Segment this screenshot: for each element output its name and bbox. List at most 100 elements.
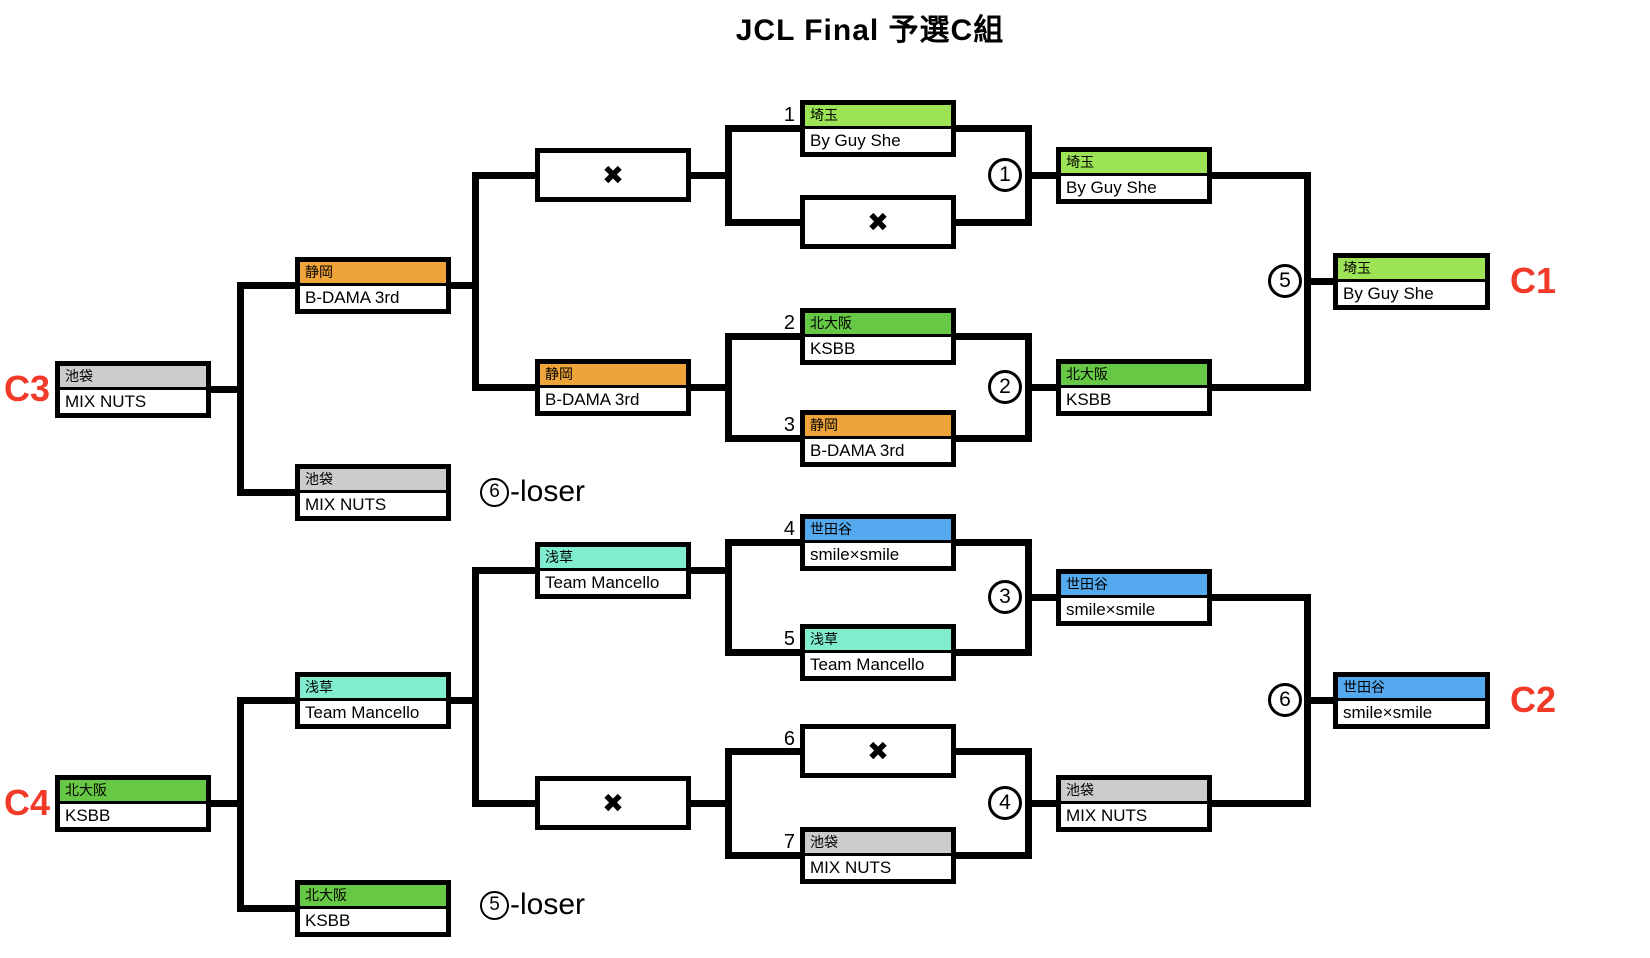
cross-icon: ✖ (867, 735, 889, 766)
team-name: KSBB (810, 339, 856, 358)
bye-box-mid-top: ✖ (535, 148, 691, 202)
team-region: 埼玉 (805, 105, 951, 129)
bracket-line (956, 748, 1032, 755)
team-region: 静岡 (300, 262, 446, 286)
team-region: 北大阪 (60, 780, 206, 804)
team-region: 北大阪 (805, 313, 951, 337)
team-name: MIX NUTS (810, 858, 892, 877)
bracket-line (1025, 384, 1056, 391)
bracket-line (472, 567, 479, 807)
bracket-line (690, 567, 732, 574)
bracket-line (472, 800, 535, 807)
bracket-line (725, 333, 732, 442)
cross-icon: ✖ (602, 159, 624, 190)
circled-number-icon: 6 (480, 477, 509, 507)
team-name: B-DAMA 3rd (545, 390, 640, 409)
team-region: 静岡 (540, 364, 686, 388)
seed-c4-box: 北大阪 KSBB (55, 775, 211, 832)
bracket-line (725, 219, 800, 226)
bye-box-mid-bottom: ✖ (535, 776, 691, 830)
result-label-c2: C2 (1510, 679, 1557, 720)
team-name: KSBB (65, 806, 111, 825)
loser-label-bottom: 5-loser (480, 888, 585, 922)
bracket-line (472, 172, 535, 179)
slot7-ikebukuro-box: 池袋 MIX NUTS (800, 827, 956, 884)
loser-text: -loser (510, 888, 586, 921)
team-region: 静岡 (805, 415, 951, 439)
match-number-1: 1 (783, 104, 795, 126)
bracket-line (1212, 384, 1307, 391)
team-name: By Guy She (1066, 178, 1157, 197)
team-name: B-DAMA 3rd (305, 288, 400, 307)
seed-c3-box: 池袋 MIX NUTS (55, 361, 211, 418)
bracket-line (1304, 697, 1333, 704)
team-name: smile×smile (810, 545, 900, 564)
bracket-line (237, 282, 244, 496)
team-name: smile×smile (1066, 600, 1156, 619)
bracket-line (725, 125, 800, 132)
bracket-line (472, 172, 479, 391)
team-region: 埼玉 (1061, 152, 1207, 176)
bracket-line (207, 386, 243, 393)
match-number-2: 2 (783, 312, 795, 334)
bracket-line (956, 539, 1032, 546)
team-region: 池袋 (60, 366, 206, 390)
bracket-line (237, 905, 295, 912)
bracket-line (443, 697, 479, 704)
bracket-line (1212, 800, 1307, 807)
match-circle-6: 6 (1268, 683, 1302, 717)
cross-icon: ✖ (602, 787, 624, 818)
bracket-line (725, 539, 732, 656)
bracket-line (472, 384, 535, 391)
r2-kitaosaka-box: 北大阪 KSBB (295, 880, 451, 937)
bracket-line (725, 539, 800, 546)
bracket-line (725, 852, 800, 859)
r2-ikebukuro-box: 池袋 MIX NUTS (295, 464, 451, 521)
bracket-line (237, 697, 295, 704)
slot2-kitaosaka-box: 北大阪 KSBB (800, 308, 956, 365)
team-name: MIX NUTS (1066, 806, 1148, 825)
team-name: KSBB (305, 911, 351, 930)
team-region: 北大阪 (1061, 364, 1207, 388)
bracket-line (725, 748, 800, 755)
match-circle-2: 2 (988, 370, 1022, 404)
cross-icon: ✖ (867, 206, 889, 237)
team-name: By Guy She (1343, 284, 1434, 303)
match-circle-1: 1 (988, 158, 1022, 192)
match-number-4: 4 (783, 518, 795, 540)
team-region: 浅草 (300, 677, 446, 701)
match-circle-3: 3 (988, 580, 1022, 614)
final-c1-saitama-box: 埼玉 By Guy She (1333, 253, 1490, 310)
bracket-line (1025, 594, 1056, 601)
match-circle-5: 5 (1268, 264, 1302, 298)
match-number-7: 7 (783, 831, 795, 853)
match-number-3: 3 (783, 414, 795, 436)
bracket-line (443, 282, 479, 289)
bracket-title: JCL Final 予選C組 (735, 14, 1005, 47)
winner2-kitaosaka-box: 北大阪 KSBB (1056, 359, 1212, 416)
bracket-line (956, 125, 1032, 132)
team-region: 世田谷 (1061, 574, 1207, 598)
bracket-line (725, 748, 732, 859)
loser-text: -loser (510, 475, 586, 508)
slot5-asakusa-box: 浅草 Team Mancello (800, 624, 956, 681)
bracket-line (207, 800, 243, 807)
slot3-shizuoka-box: 静岡 B-DAMA 3rd (800, 410, 956, 467)
match-circle-4: 4 (988, 786, 1022, 820)
result-label-c1: C1 (1510, 260, 1557, 301)
team-name: smile×smile (1343, 703, 1433, 722)
team-name: MIX NUTS (305, 495, 387, 514)
bracket-line (1025, 800, 1056, 807)
r2-shizuoka-box: 静岡 B-DAMA 3rd (295, 257, 451, 314)
bracket-line (725, 333, 800, 340)
team-region: 北大阪 (300, 885, 446, 909)
bracket-line (690, 384, 732, 391)
winner3-setagaya-box: 世田谷 smile×smile (1056, 569, 1212, 626)
bye-box-slot-a: ✖ (800, 195, 956, 249)
bracket-line (956, 435, 1032, 442)
team-region: 浅草 (805, 629, 951, 653)
bracket-line (1212, 594, 1307, 601)
bracket-line (956, 333, 1032, 340)
team-name: By Guy She (810, 131, 901, 150)
